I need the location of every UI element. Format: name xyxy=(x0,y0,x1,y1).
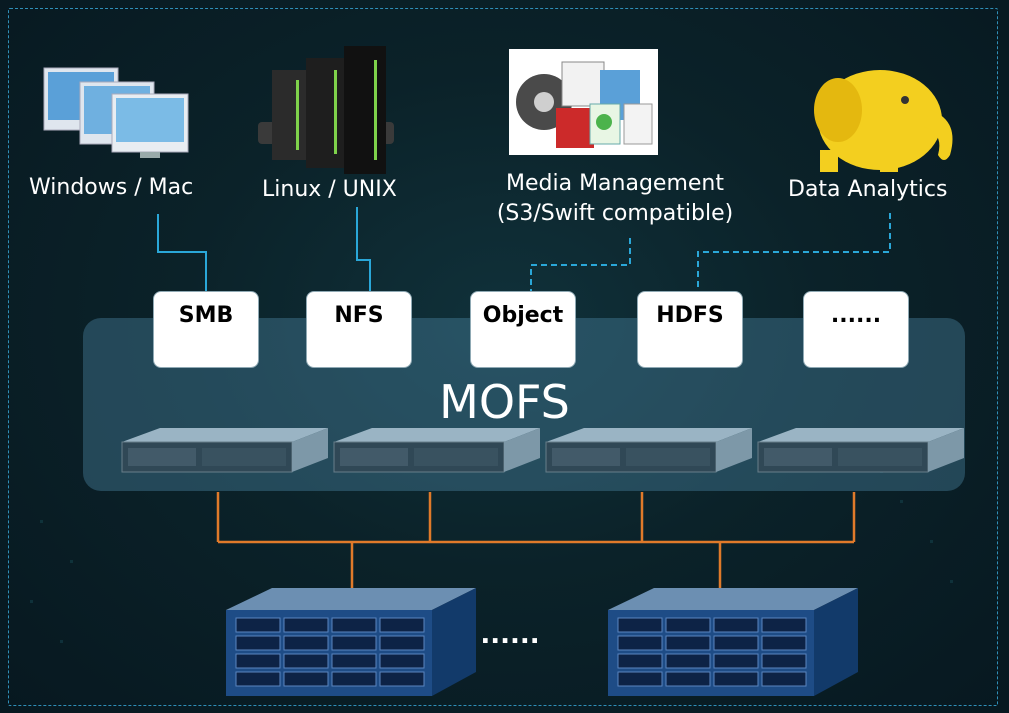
protocol-box-nfs: NFS xyxy=(306,291,412,368)
protocol-box-smb: SMB xyxy=(153,291,259,368)
protocol-box-more: ...... xyxy=(803,291,909,368)
server-node xyxy=(333,428,540,473)
cluster-title: MOFS xyxy=(439,375,570,429)
server-node xyxy=(121,428,328,473)
protocol-box-object: Object xyxy=(470,291,576,368)
client-label-media-compat: (S3/Swift compatible) xyxy=(496,201,734,226)
server-node xyxy=(545,428,752,473)
server-node xyxy=(757,428,964,473)
storage-enclosure xyxy=(608,588,858,696)
client-label-linux-unix: Linux / UNIX xyxy=(262,177,397,202)
storage-enclosure xyxy=(226,588,476,696)
client-label-media-management: Media Management xyxy=(506,171,724,196)
media-files-icon xyxy=(509,49,658,155)
server-tower-icon xyxy=(258,46,394,174)
client-label-data-analytics: Data Analytics xyxy=(788,177,948,202)
diagram-frame xyxy=(8,8,998,706)
storage-connectors xyxy=(216,492,856,592)
cluster-servers xyxy=(121,428,964,473)
desktop-monitors-icon xyxy=(43,67,189,158)
client-connectors xyxy=(157,207,891,292)
storage-ellipsis: ...... xyxy=(480,620,540,650)
client-label-windows-mac: Windows / Mac xyxy=(29,175,194,200)
hadoop-elephant-icon xyxy=(814,70,953,172)
protocol-box-hdfs: HDFS xyxy=(637,291,743,368)
